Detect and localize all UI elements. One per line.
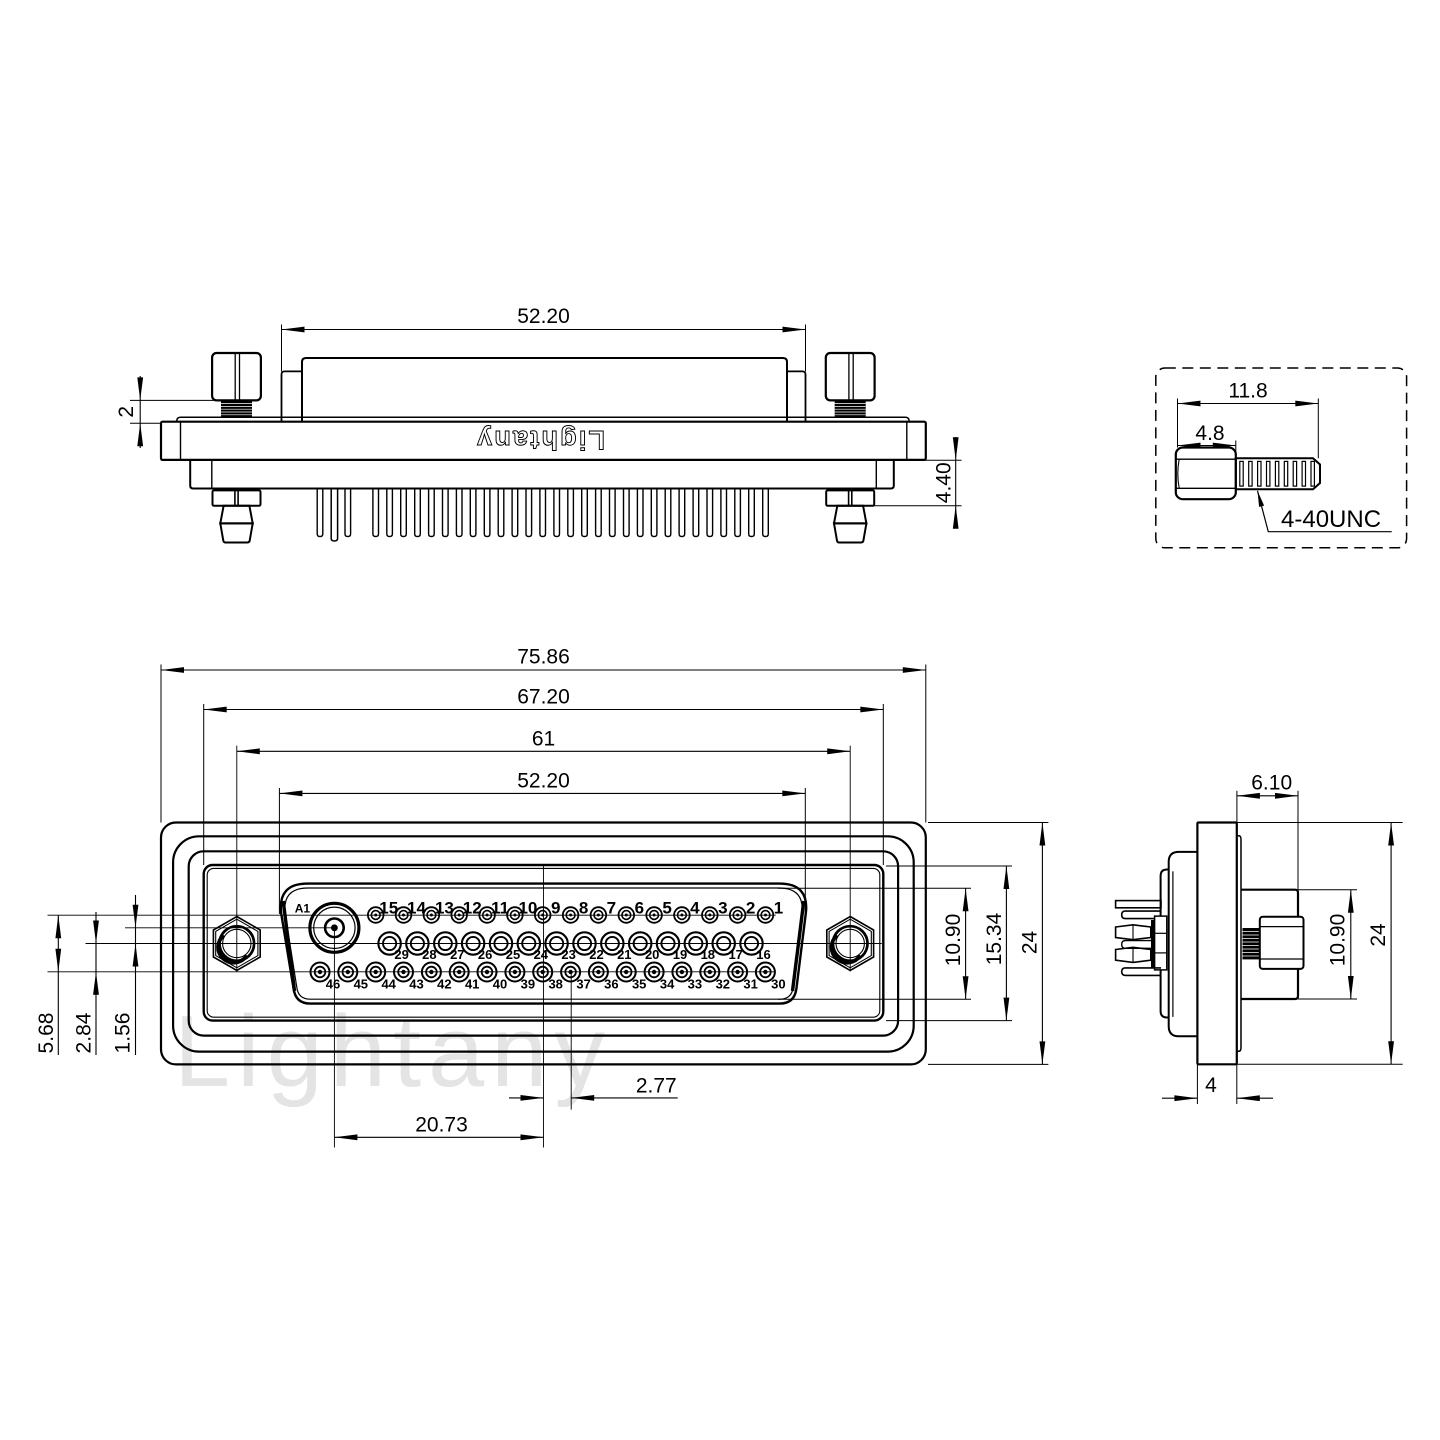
svg-text:4: 4: [1205, 1074, 1217, 1097]
svg-text:2: 2: [115, 406, 138, 418]
svg-text:32: 32: [716, 977, 730, 992]
svg-text:5.68: 5.68: [35, 1013, 58, 1054]
svg-text:8: 8: [579, 899, 588, 918]
svg-text:10.90: 10.90: [1327, 914, 1350, 967]
svg-text:28: 28: [422, 947, 436, 962]
svg-text:31: 31: [743, 977, 757, 992]
svg-text:30: 30: [771, 977, 785, 992]
svg-text:24: 24: [1019, 931, 1042, 955]
svg-text:52.20: 52.20: [517, 770, 570, 793]
svg-text:67.20: 67.20: [517, 686, 570, 709]
svg-text:22: 22: [589, 947, 603, 962]
svg-text:20: 20: [645, 947, 659, 962]
svg-text:24: 24: [534, 947, 549, 962]
svg-text:39: 39: [521, 977, 535, 992]
svg-text:18: 18: [701, 947, 715, 962]
svg-text:41: 41: [465, 977, 479, 992]
svg-text:2: 2: [746, 899, 755, 918]
svg-text:13: 13: [435, 899, 454, 918]
svg-text:9: 9: [551, 899, 560, 918]
svg-text:44: 44: [381, 977, 396, 992]
svg-text:25: 25: [506, 947, 520, 962]
svg-text:27: 27: [450, 947, 464, 962]
svg-text:5: 5: [662, 899, 671, 918]
svg-text:52.20: 52.20: [517, 305, 570, 328]
svg-text:42: 42: [437, 977, 451, 992]
svg-text:1.56: 1.56: [112, 1013, 135, 1054]
svg-text:19: 19: [673, 947, 687, 962]
svg-text:36: 36: [604, 977, 618, 992]
svg-text:38: 38: [548, 977, 562, 992]
svg-text:4.40: 4.40: [933, 462, 956, 503]
svg-text:61: 61: [532, 728, 555, 751]
svg-text:10.90: 10.90: [942, 914, 965, 967]
svg-text:43: 43: [409, 977, 423, 992]
svg-text:2.84: 2.84: [73, 1012, 96, 1053]
svg-text:1: 1: [774, 899, 783, 918]
svg-text:4: 4: [690, 899, 700, 918]
svg-text:34: 34: [660, 977, 675, 992]
svg-text:46: 46: [326, 977, 340, 992]
svg-text:29: 29: [394, 947, 408, 962]
svg-text:2.77: 2.77: [636, 1074, 677, 1097]
svg-text:4-40UNC: 4-40UNC: [1281, 506, 1381, 533]
svg-text:4.8: 4.8: [1195, 422, 1224, 445]
svg-text:45: 45: [354, 977, 368, 992]
svg-text:26: 26: [478, 947, 492, 962]
svg-text:6: 6: [635, 899, 644, 918]
svg-text:A1: A1: [295, 902, 311, 916]
svg-text:14: 14: [407, 899, 426, 918]
svg-text:37: 37: [576, 977, 590, 992]
svg-text:6.10: 6.10: [1251, 772, 1292, 795]
svg-text:35: 35: [632, 977, 646, 992]
svg-text:11: 11: [491, 899, 509, 918]
svg-text:15.34: 15.34: [983, 912, 1006, 965]
svg-text:3: 3: [718, 899, 727, 918]
svg-text:15: 15: [379, 899, 398, 918]
svg-text:Lightany: Lightany: [475, 425, 605, 455]
svg-text:20.73: 20.73: [415, 1114, 468, 1137]
svg-text:7: 7: [607, 899, 616, 918]
svg-text:17: 17: [728, 947, 742, 962]
svg-text:21: 21: [617, 947, 631, 962]
svg-text:75.86: 75.86: [517, 646, 570, 669]
svg-text:40: 40: [493, 977, 507, 992]
svg-text:10: 10: [518, 899, 537, 918]
svg-text:24: 24: [1367, 923, 1390, 947]
svg-text:11.8: 11.8: [1228, 380, 1267, 403]
svg-text:12: 12: [463, 899, 482, 918]
svg-text:23: 23: [561, 947, 575, 962]
svg-text:16: 16: [756, 947, 770, 962]
svg-text:33: 33: [688, 977, 702, 992]
